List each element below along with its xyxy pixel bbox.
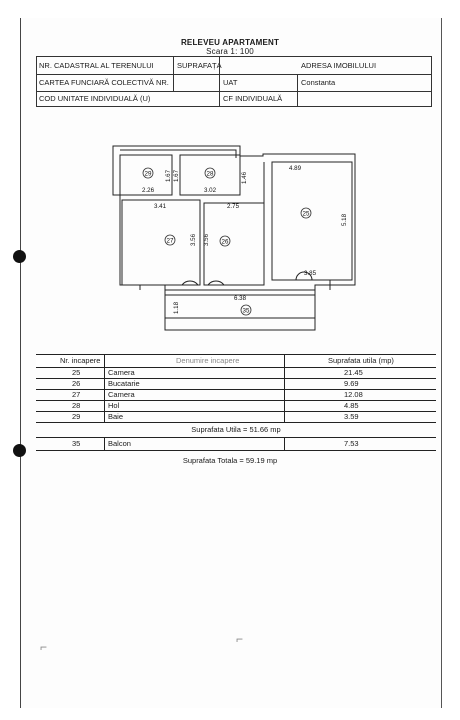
room-nr: 25: [72, 368, 81, 377]
dimension: 3.56: [190, 233, 197, 246]
door-arc: [181, 280, 199, 286]
dimension: 3.56: [203, 233, 210, 246]
room-nr: 27: [72, 390, 81, 399]
inner-wall: [120, 149, 237, 158]
useful-area-total: Suprafata Utila = 51.66 mp: [191, 425, 281, 434]
scale-label: Scara 1: 100: [206, 47, 254, 56]
corner-mark: ⌐: [236, 632, 244, 646]
room-number: 25: [303, 211, 310, 218]
total-area: Suprafata Totala = 59.19 mp: [182, 456, 278, 465]
room-name: Bucatarie: [108, 379, 140, 388]
room-25: [271, 161, 353, 281]
room-area: 7.53: [344, 439, 359, 448]
room-area: 9.69: [344, 379, 359, 388]
dimension: 3.85: [304, 270, 317, 277]
corner-mark: ⌐: [40, 640, 48, 654]
divider: [173, 57, 174, 74]
dimension: 1.67: [165, 169, 172, 182]
dimension: 6.38: [234, 295, 247, 302]
room-area: 3.59: [344, 412, 359, 421]
room-area: 4.85: [344, 401, 359, 410]
room-nr: 35: [72, 439, 81, 448]
dimension: 1.67: [173, 169, 180, 182]
address-label: ADRESA IMOBILULUI: [301, 61, 377, 70]
table-row: 29 Baie 3.59: [36, 412, 436, 423]
document-title: RELEVEU APARTAMENT: [180, 38, 280, 47]
uat-label: UAT: [223, 78, 238, 87]
room-name: Balcon: [108, 439, 131, 448]
dimension: 3.02: [204, 187, 217, 194]
balcony: [164, 289, 316, 331]
column-header: Denumire incapere: [176, 356, 240, 365]
dimension: 3.41: [154, 203, 167, 210]
surface-label: SUPRAFAȚA: [177, 61, 222, 70]
room-number: 27: [167, 238, 174, 245]
column-header: Suprafata utila (mp): [328, 356, 394, 365]
table-header: Nr. incapere Denumire incapere Suprafata…: [36, 354, 436, 368]
room-nr: 26: [72, 379, 81, 388]
room-number: 28: [207, 171, 214, 178]
room-number: 29: [145, 171, 152, 178]
header-row: NR. CADASTRAL AL TERENULUI SUPRAFAȚA ADR…: [37, 57, 431, 75]
table-row: 35 Balcon 7.53: [36, 438, 436, 451]
rooms-table: Nr. incapere Denumire incapere Suprafata…: [36, 354, 436, 451]
column-header: Nr. incapere: [60, 356, 101, 365]
room-26: [203, 202, 265, 286]
room-name: Hol: [108, 401, 120, 410]
dimension: 1.18: [173, 301, 180, 314]
subtotal-row: Suprafata Utila = 51.66 mp: [36, 423, 436, 438]
room-name: Camera: [108, 368, 135, 377]
outer-wall: [112, 145, 356, 296]
divider: [297, 92, 298, 106]
room-nr: 28: [72, 401, 81, 410]
divider: [219, 57, 220, 74]
room-name: Camera: [108, 390, 135, 399]
door-arc: [295, 271, 313, 281]
table-row: 28 Hol 4.85: [36, 401, 436, 412]
room-number: 35: [243, 308, 250, 315]
uat-value: Constanta: [301, 78, 336, 87]
room-area: 21.45: [344, 368, 363, 377]
divider: [219, 92, 220, 106]
divider: [219, 75, 220, 91]
room-nr: 29: [72, 412, 81, 421]
floor-plan: 29 28 25 27 26 35 2.26 1.67 1.67 3.02 1.…: [112, 145, 356, 331]
header-table: NR. CADASTRAL AL TERENULUI SUPRAFAȚA ADR…: [36, 56, 432, 107]
dimension: 1.46: [241, 171, 248, 184]
door-arc: [207, 280, 225, 286]
cadastral-label: NR. CADASTRAL AL TERENULUI: [39, 61, 154, 70]
land-book-label: CARTEA FUNCIARĂ COLECTIVĂ NR.: [39, 78, 169, 87]
binder-hole: [13, 444, 26, 457]
cf-label: CF INDIVIDUALĂ: [223, 94, 283, 103]
dimension: 2.75: [227, 203, 240, 210]
room-number: 26: [222, 239, 229, 246]
unit-code-label: COD UNITATE INDIVIDUALĂ (U): [39, 94, 151, 103]
room-area: 12.08: [344, 390, 363, 399]
divider: [297, 75, 298, 91]
table-row: 26 Bucatarie 9.69: [36, 379, 436, 390]
header-row: COD UNITATE INDIVIDUALĂ (U) CF INDIVIDUA…: [37, 92, 431, 106]
binder-hole: [13, 250, 26, 263]
room-name: Baie: [108, 412, 124, 421]
divider: [173, 75, 174, 91]
room-27: [121, 199, 201, 286]
table-row: 25 Camera 21.45: [36, 368, 436, 379]
dimension: 5.18: [341, 213, 348, 226]
header-row: CARTEA FUNCIARĂ COLECTIVĂ NR. UAT Consta…: [37, 75, 431, 92]
dimension: 2.26: [142, 187, 155, 194]
table-row: 27 Camera 12.08: [36, 390, 436, 401]
dimension: 4.89: [289, 165, 302, 172]
